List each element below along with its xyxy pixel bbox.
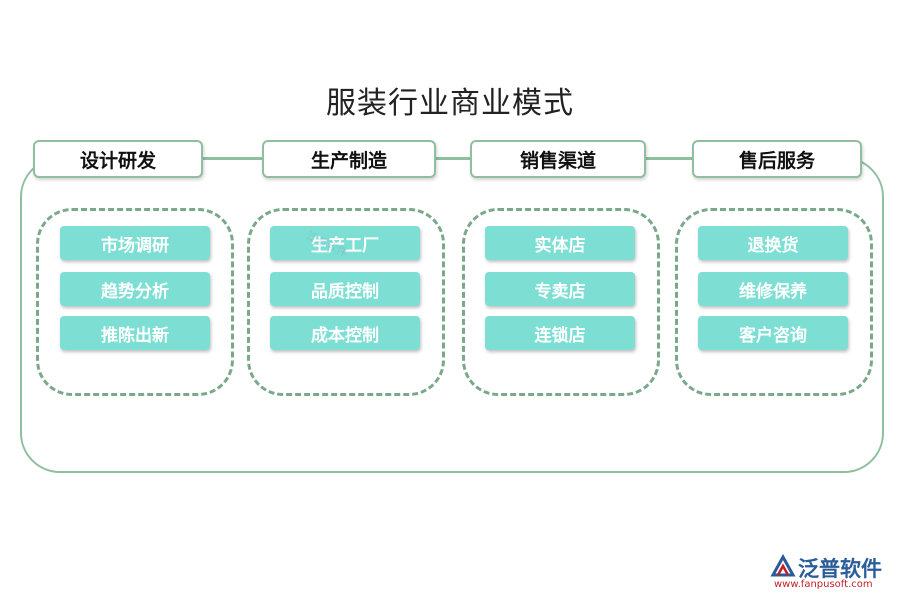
item-box: 实体店 <box>485 226 635 260</box>
diagram-title: 服装行业商业模式 <box>326 86 574 121</box>
item-box: 连锁店 <box>485 316 635 350</box>
column-header-label: 生产制造 <box>310 149 387 172</box>
group-production <box>247 208 445 396</box>
connector-line <box>644 157 694 160</box>
item-box: 品质控制 <box>270 272 420 306</box>
logo-url: www.fanpusoft.com <box>774 579 873 590</box>
item-box: 生产工厂 <box>270 226 420 260</box>
connector-line <box>202 157 264 160</box>
item-box: 市场调研 <box>60 226 210 260</box>
item-box: 推陈出新 <box>60 316 210 350</box>
logo-icon <box>770 553 796 577</box>
item-box: 维修保养 <box>698 272 848 306</box>
connector-line <box>434 157 472 160</box>
column-header-production: 生产制造 <box>262 140 436 178</box>
item-box: 成本控制 <box>270 316 420 350</box>
column-header-label: 销售渠道 <box>519 149 596 172</box>
item-box: 退换货 <box>698 226 848 260</box>
logo-name: 泛普软件 <box>798 557 882 581</box>
item-box: 专卖店 <box>485 272 635 306</box>
item-box: 客户咨询 <box>698 316 848 350</box>
column-header-label: 设计研发 <box>79 149 156 172</box>
group-aftersales <box>675 208 873 396</box>
column-header-design: 设计研发 <box>33 140 203 178</box>
group-design <box>36 208 234 396</box>
group-sales <box>462 208 660 396</box>
column-header-label: 售后服务 <box>738 149 815 172</box>
column-header-aftersales: 售后服务 <box>692 140 862 178</box>
brand-logo: 泛普软件 www.fanpusoft.com <box>770 553 892 595</box>
item-box: 趋势分析 <box>60 272 210 306</box>
column-header-sales: 销售渠道 <box>470 140 646 178</box>
